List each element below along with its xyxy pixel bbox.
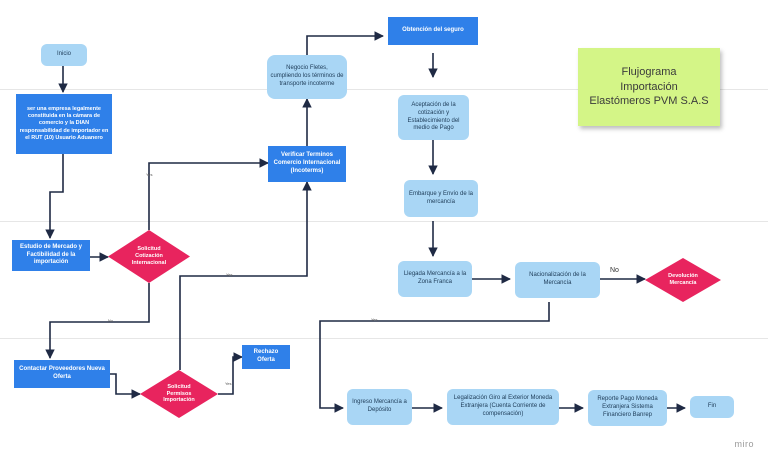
edge-negocio-seguro: [306, 31, 384, 55]
node-llegada[interactable]: Llegada Mercancía a la Zona Franca: [398, 261, 472, 297]
node-rechazo[interactable]: Rechazo Oferta: [242, 345, 290, 369]
node-ingreso[interactable]: Ingreso Mercancía a Depósito: [347, 389, 412, 425]
edge-solicitud-contactar: [45, 283, 150, 359]
edge-label-yes-permisos: Yes: [226, 272, 233, 277]
node-embarque[interactable]: Embarque y Envío de la mercancía: [404, 180, 478, 217]
edge-label-no-devolucion: No: [610, 267, 619, 274]
title-line-3: Elastómeros PVM S.A.S: [589, 95, 709, 108]
edge-label-no-contactar: No: [108, 318, 114, 323]
edge-registro-estudio: [45, 154, 64, 239]
decision-solicitud-cotizacion[interactable]: Solicitud Cotización Internacional: [108, 230, 190, 283]
node-contactar[interactable]: Contactar Proveedores Nueva Oferta: [14, 360, 110, 388]
node-nacionalizacion[interactable]: Nacionalización de la Mercancía: [515, 262, 600, 298]
node-aceptacion[interactable]: Aceptación de la cotización y Establecim…: [398, 95, 469, 140]
node-legalizacion[interactable]: Legalización Giro al Exterior Moneda Ext…: [447, 389, 559, 425]
node-negocio[interactable]: Negocio Fletes, cumpliendo los términos …: [267, 55, 347, 99]
edge-label-yes-verificar: Yes: [146, 172, 153, 177]
decision-solicitud-permisos-label: Solicitud Permisos Importación: [163, 383, 195, 404]
node-estudio[interactable]: Estudio de Mercado y Factibilidad de la …: [12, 240, 90, 271]
node-registro[interactable]: ser una empresa legalmente constituida e…: [16, 94, 112, 154]
title-line-2: Importación: [620, 80, 678, 93]
edge-permisos-rechazo: [218, 352, 243, 395]
node-reporte[interactable]: Reporte Pago Moneda Extranjera Sistema F…: [588, 390, 667, 426]
node-verificar[interactable]: Verificar Terminos Comercio Internaciona…: [268, 146, 346, 182]
title-line-1: Flujograma: [621, 65, 677, 78]
swimlane-divider: [0, 221, 768, 222]
edge-nacionalizacion-ingreso: [319, 302, 550, 413]
decision-solicitud-cotizacion-label: Solicitud Cotización Internacional: [131, 246, 167, 266]
node-seguro[interactable]: Obtención del seguro: [388, 17, 478, 45]
decision-devolucion-label: Devolución Mercancía: [668, 273, 698, 286]
edge-permisos-verificar: [179, 181, 312, 370]
node-inicio[interactable]: Inicio: [41, 44, 87, 66]
title-sticky-note[interactable]: Flujograma Importación Elastómeros PVM S…: [578, 48, 720, 126]
decision-devolucion[interactable]: Devolución Mercancía: [645, 258, 721, 302]
edge-solicitud-verificar: [148, 158, 269, 230]
edge-label-yes-ingreso: Yes: [371, 317, 378, 322]
edge-label-yes-rechazo: Yes: [225, 381, 232, 386]
swimlane-divider: [0, 89, 768, 90]
decision-solicitud-permisos[interactable]: Solicitud Permisos Importación: [140, 370, 218, 418]
miro-logo: miro: [734, 439, 754, 449]
edge-contactar-permisos: [110, 373, 141, 399]
node-fin[interactable]: Fin: [690, 396, 734, 418]
swimlane-divider: [0, 338, 768, 339]
